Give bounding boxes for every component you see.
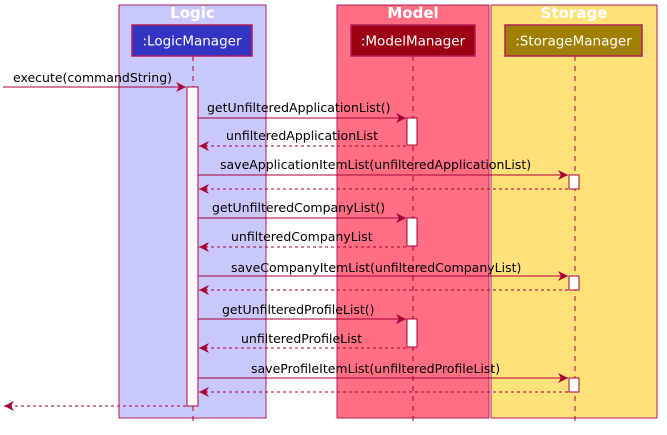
message-7-label: unfilteredCompanyList <box>231 229 373 244</box>
message-10-label: getUnfilteredProfileList() <box>222 302 375 317</box>
message-4-label: saveApplicationItemList(unfilteredApplic… <box>220 157 531 172</box>
storage-box-rect <box>490 4 658 419</box>
activation-storage-manager-2 <box>568 275 580 291</box>
participant-logic-manager: :LogicManager <box>131 24 253 57</box>
message-8-label: saveCompanyItemList(unfilteredCompanyLis… <box>231 260 521 275</box>
message-1-label: execute(commandString) <box>13 70 172 85</box>
participant-logic-manager-label: :LogicManager <box>142 34 241 50</box>
message-2-label: getUnfilteredApplicationList() <box>207 100 390 115</box>
message-11-label: unfilteredProfileList <box>241 331 362 346</box>
model-box-title: Model <box>387 4 438 22</box>
message-6-label: getUnfilteredCompanyList() <box>212 200 385 215</box>
activation-model-manager-2 <box>406 217 418 247</box>
message-3-label: unfilteredApplicationList <box>226 128 378 143</box>
participant-storage-manager: :StorageManager <box>504 24 643 57</box>
participant-model-manager: :ModelManager <box>350 24 476 57</box>
storage-box-title: Storage <box>541 4 608 22</box>
activation-model-manager-1 <box>406 117 418 146</box>
logic-box-title: Logic <box>170 4 215 22</box>
participant-storage-manager-label: :StorageManager <box>515 34 632 50</box>
storage-box: Storage <box>490 4 658 419</box>
activation-model-manager-3 <box>406 318 418 348</box>
participant-logic-manager-box <box>131 24 253 57</box>
participant-model-manager-label: :ModelManager <box>361 34 466 50</box>
participant-model-manager-box <box>350 24 476 57</box>
activation-logic-manager <box>186 86 199 407</box>
message-12-label: saveProfileItemList(unfilteredProfileLis… <box>251 361 500 376</box>
participant-storage-manager-box <box>504 24 643 57</box>
activation-storage-manager-1 <box>568 174 580 190</box>
activation-storage-manager-3 <box>568 377 580 393</box>
